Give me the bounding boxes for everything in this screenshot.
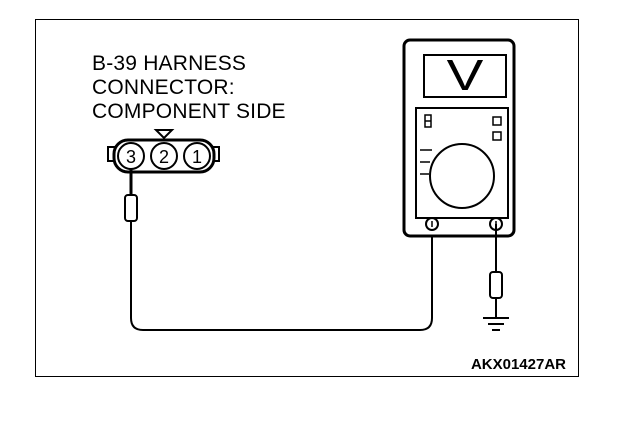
connector-title-line-1: B-39 HARNESS xyxy=(92,52,247,75)
test-lead-wire xyxy=(130,221,433,331)
pin-2-label: 2 xyxy=(159,147,169,167)
connector-key-mark xyxy=(153,129,175,140)
pin-3-label: 3 xyxy=(126,147,136,167)
diagram-frame xyxy=(35,19,579,377)
meter-display-symbol: V xyxy=(447,50,484,99)
ground-probe-handle xyxy=(489,271,503,299)
test-probe-icon xyxy=(124,169,138,222)
mode-button-bottom xyxy=(492,131,502,141)
harness-connector-icon: 3 2 1 xyxy=(107,129,220,174)
pin-1-label: 1 xyxy=(192,147,202,167)
connector-title-line-3: COMPONENT SIDE xyxy=(92,100,286,123)
selector-dial xyxy=(429,143,495,209)
meter-display xyxy=(423,54,507,98)
figure-reference-code: AKX01427AR xyxy=(470,356,566,373)
mode-button-top xyxy=(492,116,502,126)
voltmeter-icon: V xyxy=(402,38,516,238)
ground-icon xyxy=(483,317,509,331)
ground-lead xyxy=(489,224,503,318)
pin-2-circle xyxy=(150,142,178,170)
connector-title-line-2: CONNECTOR: xyxy=(92,76,235,99)
pin-1-circle xyxy=(183,142,211,170)
probe-handle xyxy=(124,194,138,222)
